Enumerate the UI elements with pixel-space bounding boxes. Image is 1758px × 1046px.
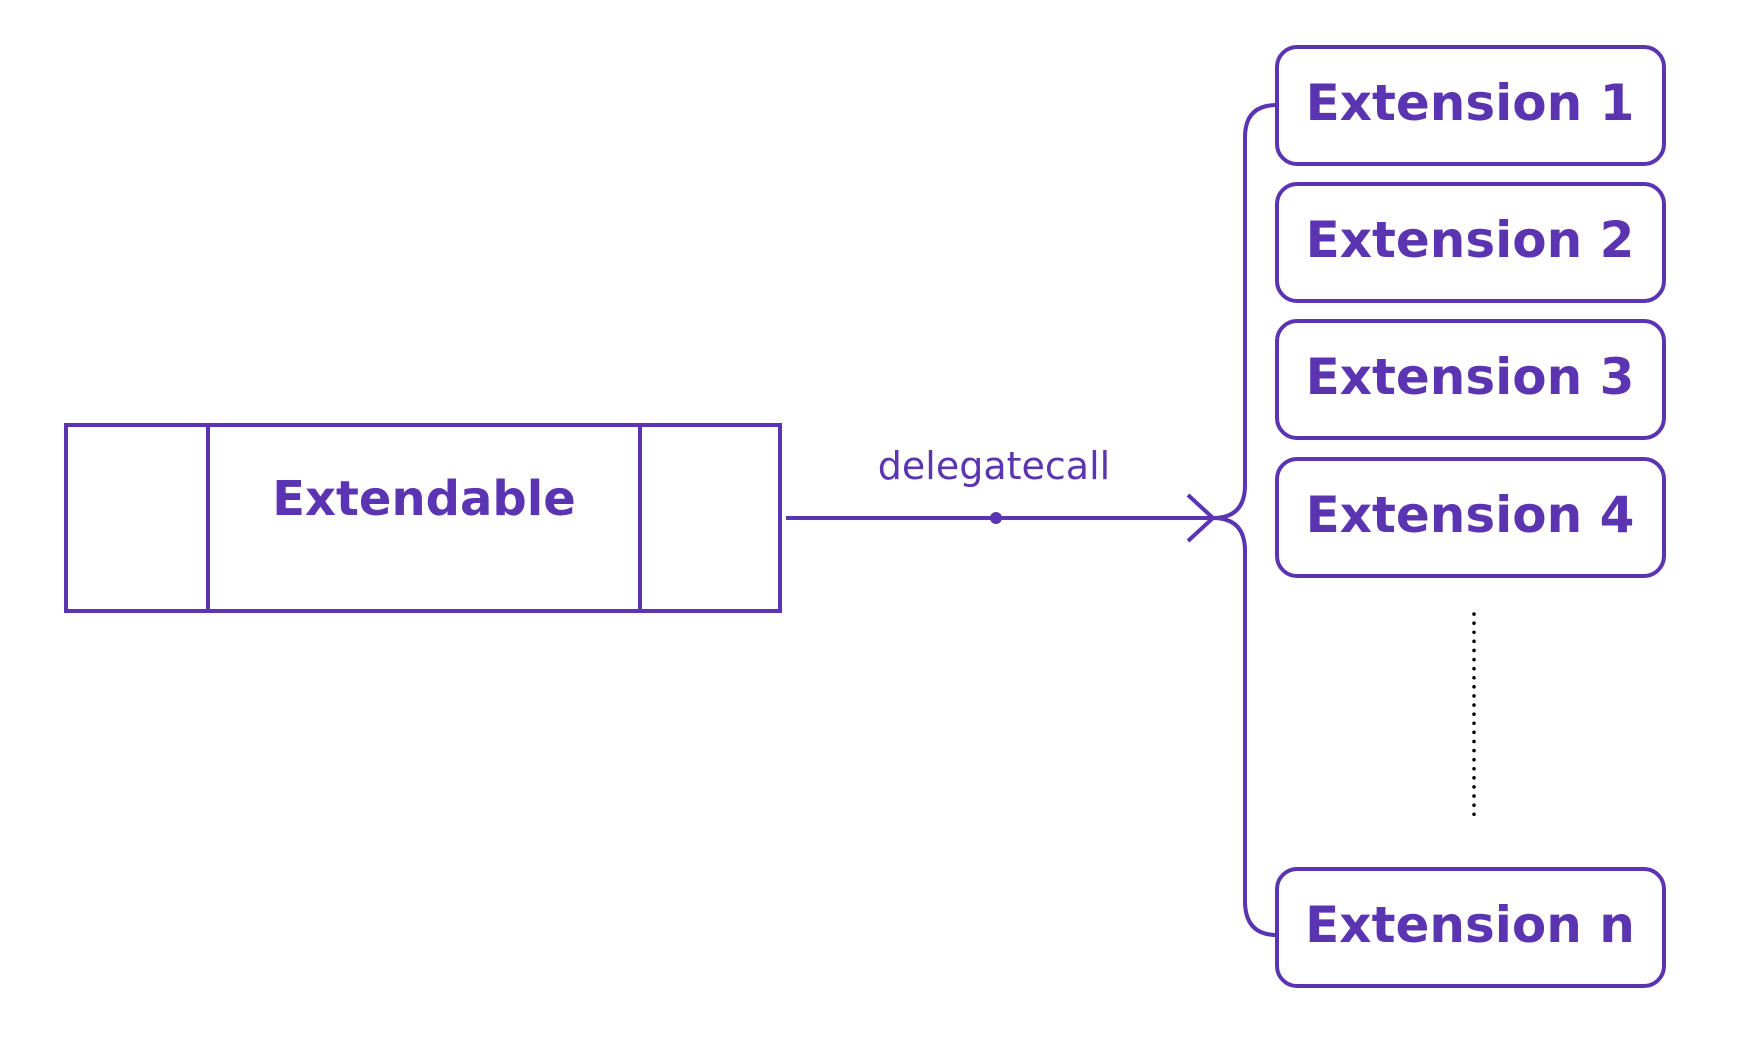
extension-n-box — [1275, 867, 1666, 988]
extension-4-label: Extension 4 — [1306, 486, 1635, 544]
extension-n: Extension n — [1275, 867, 1666, 988]
delegatecall-connector: delegatecall — [786, 444, 1216, 543]
extension-3: Extension 3 — [1275, 319, 1666, 440]
extension-3-label: Extension 3 — [1306, 348, 1635, 406]
delegatecall-midpoint-dot — [990, 512, 1002, 524]
extension-1-label: Extension 1 — [1306, 74, 1635, 132]
extension-3-box — [1275, 319, 1666, 440]
extension-4-box — [1275, 457, 1666, 578]
extension-1-box — [1275, 45, 1666, 166]
extendable-box: Extendable — [64, 423, 782, 613]
extension-2: Extension 2 — [1275, 182, 1666, 303]
extension-2-box — [1275, 182, 1666, 303]
extendable-label: Extendable — [272, 471, 576, 527]
extension-4: Extension 4 — [1275, 457, 1666, 578]
extension-1: Extension 1 — [1275, 45, 1666, 166]
extendable-outer-rect — [64, 423, 782, 613]
extension-2-label: Extension 2 — [1306, 211, 1635, 269]
extensions-brace — [1212, 103, 1278, 937]
extension-n-label: Extension n — [1305, 896, 1635, 954]
delegatecall-label: delegatecall — [878, 444, 1110, 488]
